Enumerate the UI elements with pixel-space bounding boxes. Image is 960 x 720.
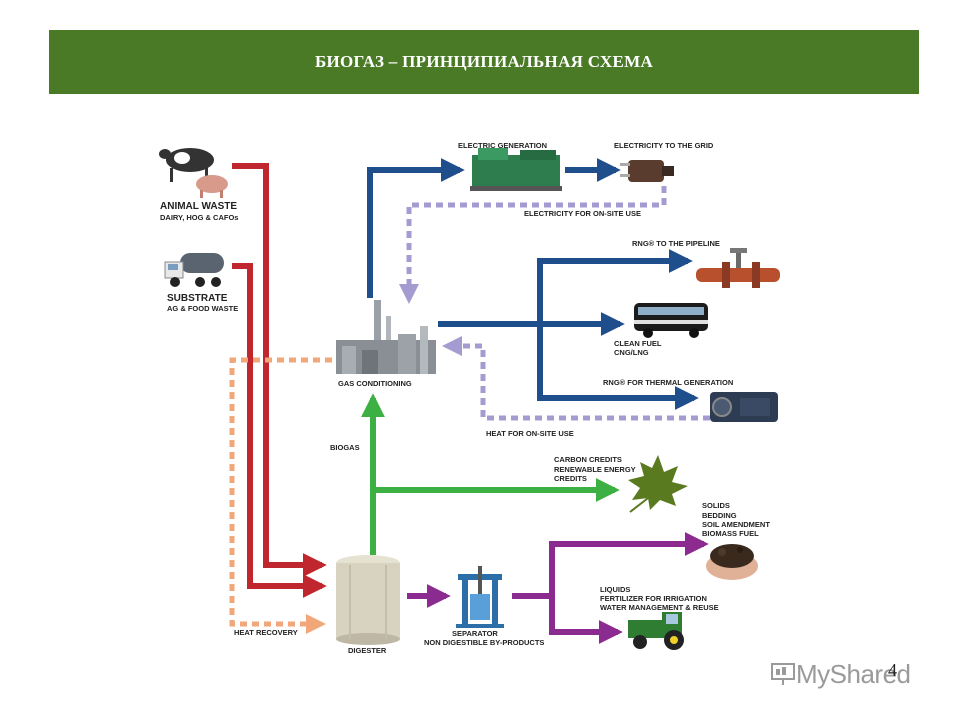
to-generation-flow [367, 158, 465, 298]
heat-recovery-flow [229, 357, 332, 634]
page-title: БИОГАЗ – ПРИНЦИПИАЛЬНАЯ СХЕМА [314, 52, 654, 71]
pipeline-icon [696, 248, 780, 288]
heat-onsite-flow [442, 336, 710, 421]
label-liquids: LIQUIDS [600, 585, 630, 594]
watermark: MyShared [770, 656, 930, 692]
label-solids-2: SOIL AMENDMENT [702, 520, 770, 529]
label-solids-3: BIOMASS FUEL [702, 529, 759, 538]
bus-icon [634, 303, 708, 338]
label-biogas: BIOGAS [330, 443, 360, 452]
to-liquids-flow [549, 596, 623, 644]
truck-icon [164, 253, 224, 287]
soil-hands-icon [706, 544, 758, 580]
label-substrate-sub: AG & FOOD WASTE [167, 304, 238, 313]
to-pipeline-flow [537, 249, 693, 324]
digester-tank-icon [336, 555, 400, 645]
label-liquids-2: WATER MANAGEMENT & REUSE [600, 603, 719, 612]
red-flow-2 [232, 263, 327, 598]
label-electricity-grid: ELECTRICITY TO THE GRID [614, 141, 714, 150]
label-electricity-onsite: ELECTRICITY FOR ON-SITE USE [524, 209, 641, 218]
separator-press-icon [456, 566, 504, 628]
label-separator-sub: NON DIGESTIBLE BY-PRODUCTS [424, 638, 544, 647]
cows-icon [159, 148, 228, 198]
label-gas-conditioning: GAS CONDITIONING [338, 379, 412, 388]
title-bar: БИОГАЗ – ПРИНЦИПИАЛЬНАЯ СХЕМА [49, 30, 919, 94]
maple-leaf-icon [628, 455, 688, 513]
label-clean-fuel-sub: CNG/LNG [614, 348, 649, 357]
label-renewable-credits-1: RENEWABLE ENERGY [554, 465, 636, 474]
label-rng-pipeline: RNG® TO THE PIPELINE [632, 239, 720, 248]
generator-icon [470, 148, 562, 191]
to-thermal-flow [537, 324, 699, 410]
page-number: 4 [888, 660, 897, 680]
plug-icon [620, 160, 674, 182]
label-heat-onsite: HEAT FOR ON-SITE USE [486, 429, 574, 438]
tractor-icon [628, 612, 684, 650]
label-separator: SEPARATOR [452, 629, 498, 638]
label-animal-waste-sub: DAIRY, HOG & CAFOs [160, 213, 238, 222]
label-clean-fuel: CLEAN FUEL [614, 339, 662, 348]
label-substrate: SUBSTRATE [167, 293, 228, 304]
label-digester: DIGESTER [348, 646, 387, 655]
red-flow-1 [232, 163, 327, 577]
label-solids-1: BEDDING [702, 511, 737, 520]
boiler-icon [710, 392, 778, 422]
watermark-text: MyShared [796, 658, 911, 689]
label-liquids-1: FERTILIZER FOR IRRIGATION [600, 594, 707, 603]
label-animal-waste: ANIMAL WASTE [160, 201, 237, 212]
presentation-icon [771, 663, 795, 685]
label-heat-recovery: HEAT RECOVERY [234, 628, 298, 637]
label-solids: SOLIDS [702, 501, 730, 510]
electricity-onsite-flow [399, 186, 667, 304]
gas-plant-icon [336, 300, 436, 374]
label-rng-thermal: RNG® FOR THERMAL GENERATION [603, 378, 733, 387]
label-carbon-credits: CARBON CREDITS [554, 455, 622, 464]
label-renewable-credits-2: CREDITS [554, 474, 587, 483]
label-electric-generation: ELECTRIC GENERATION [458, 141, 547, 150]
